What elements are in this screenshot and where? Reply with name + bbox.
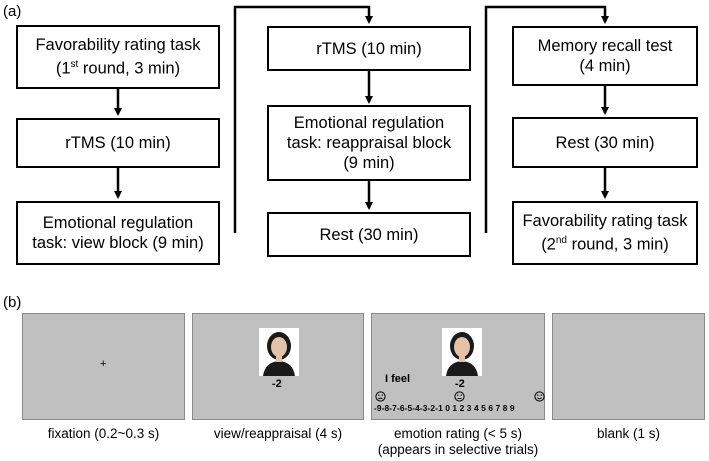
happy-face-icon [534,391,545,402]
i-feel-prompt: I feel [385,373,411,385]
valence-value: -2 [272,378,282,390]
neutral-face-icon [454,391,465,402]
panel-b-label: (b) [3,294,22,311]
favorability-rating-box-2: Favorability rating task (2nd round, 3 m… [512,201,698,265]
arrow-c1-to-c2 [233,5,373,233]
valence-value: -2 [455,378,465,390]
memory-recall-box: Memory recall test (4 min) [512,26,698,86]
rest-box-1: Rest (30 min) [267,212,471,257]
rtms-box-1: rTMS (10 min) [16,118,220,168]
favorability-rating-box-1: Favorability rating task (1st round, 3 m… [16,25,220,89]
panel-a-label: (a) [3,3,22,20]
rest-box-2: Rest (30 min) [512,117,698,168]
blank-screen [552,313,705,420]
emotion-rating-caption: emotion rating (< 5 s) (appears in selec… [377,426,539,457]
view-reappraisal-screen: -2 [192,313,364,420]
blank-caption: blank (1 s) [596,426,661,441]
fixation-cross: + [100,358,107,370]
emotion-rating-screen: -2 I feel -9-8-7-6-5-4-3-2-1 0 1 2 3 4 5… [371,313,545,420]
view-reappraisal-caption: view/reappraisal (4 s) [213,426,343,441]
sad-face-icon [375,391,386,402]
fixation-caption: fixation (0.2~0.3 s) [47,426,160,441]
view-block-box: Emotional regulation task: view block (9… [16,201,220,265]
fixation-screen: + [22,313,185,420]
face-photo [442,328,482,376]
rating-scale: -9-8-7-6-5-4-3-2-1 0 1 2 3 4 5 6 7 8 9 [374,403,515,413]
arrow-c2-to-c3 [484,5,609,233]
rtms-box-2: rTMS (10 min) [267,26,471,71]
box-line: (1st round, 3 min) [55,59,181,78]
box-line: Favorability rating task [35,36,201,55]
reappraisal-block-box: Emotional regulation task: reappraisal b… [267,105,471,181]
face-photo [259,328,299,376]
